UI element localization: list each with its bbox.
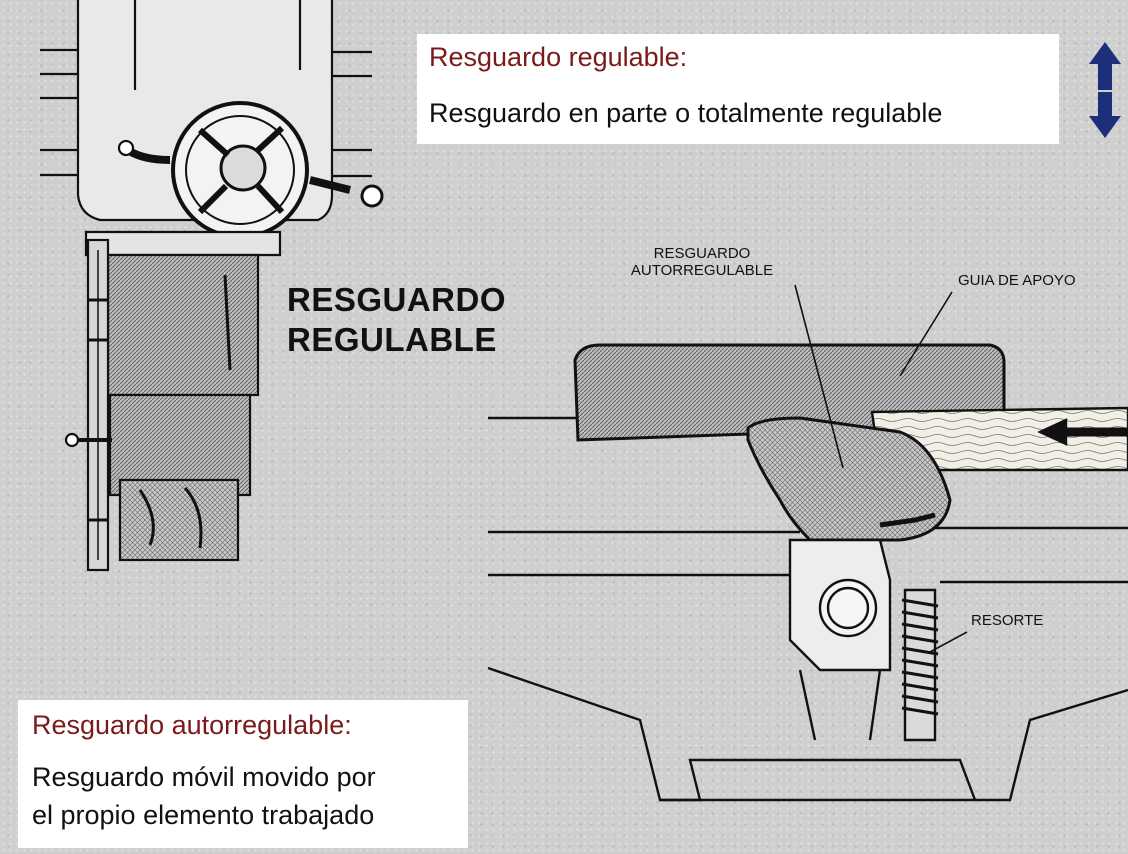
big-label-line2: REGULABLE (287, 321, 497, 358)
callout-line2: AUTORREGULABLE (630, 262, 774, 279)
self-adjusting-guard-info-box: Resguardo autorregulable: Resguardo móvi… (18, 700, 468, 848)
self-adjusting-guard-callout: RESGUARDO AUTORREGULABLE (612, 245, 792, 279)
adjustable-guard-description: Resguardo en parte o totalmente regulabl… (429, 98, 943, 128)
saw-machine (40, 0, 384, 572)
jointer-machine (487, 284, 1128, 802)
support-fence-callout: GUIA DE APOYO (958, 272, 1076, 289)
callout-line1: RESGUARDO (653, 245, 751, 262)
adjustable-guard-label: RESGUARDO REGULABLE (287, 280, 506, 360)
self-adjusting-guard-heading: Resguardo autorregulable: (32, 710, 352, 740)
spring-callout: RESORTE (971, 612, 1044, 629)
big-label-line1: RESGUARDO (287, 281, 507, 318)
adjustable-guard-info-box: Resguardo regulable: Resguardo en parte … (417, 34, 1059, 144)
description-line1: Resguardo móvil movido por (32, 762, 376, 792)
description-line2: el propio elemento trabajado (32, 800, 375, 830)
up-down-arrows-icon[interactable] (1088, 40, 1122, 140)
self-adjusting-guard-description: Resguardo móvil movido por el propio ele… (32, 758, 376, 834)
adjustable-guard-heading: Resguardo regulable: (429, 42, 688, 72)
